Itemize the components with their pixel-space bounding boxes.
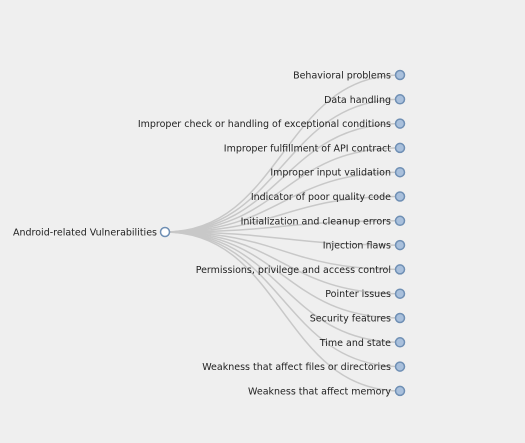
child-node-label: Behavioral problems [293, 71, 391, 82]
tree-link [164, 231, 401, 392]
child-node-label: Weakness that affect memory [248, 386, 391, 397]
child-node-circle[interactable] [394, 361, 406, 372]
tree-link [164, 220, 401, 233]
child-node[interactable]: Security features [310, 312, 406, 325]
tree-links [164, 74, 401, 392]
child-node-label: Time and state [319, 338, 391, 349]
tree-link [164, 231, 401, 368]
child-node-label: Improper input validation [270, 168, 391, 179]
child-node[interactable]: Weakness that affect files or directorie… [202, 361, 406, 373]
child-node[interactable]: Permissions, privilege and access contro… [196, 264, 406, 276]
child-node-circle[interactable] [394, 118, 406, 129]
tree-link [164, 231, 401, 271]
child-node-label: Improper fulfillment of API contract [224, 143, 391, 154]
tree-link [164, 74, 401, 233]
child-node-circle[interactable] [394, 94, 406, 105]
tree-link [164, 231, 401, 246]
tree-link [164, 122, 401, 233]
child-node[interactable]: Initialization and cleanup errors [241, 215, 406, 227]
child-node-circle[interactable] [394, 69, 406, 81]
tree-nodes: Android-related Vulnerabilities Behavior… [13, 69, 406, 397]
child-node-circle[interactable] [394, 142, 406, 154]
child-node-circle[interactable] [394, 337, 406, 348]
child-node-circle[interactable] [394, 191, 406, 202]
child-node-label: Weakness that affect files or directorie… [202, 362, 391, 373]
child-node[interactable]: Weakness that affect memory [248, 385, 406, 397]
tree-link [164, 195, 401, 233]
tree-link [164, 171, 401, 233]
tree-link [164, 147, 401, 233]
root-node[interactable]: Android-related Vulnerabilities [13, 226, 171, 239]
child-node[interactable]: Data handling [324, 94, 406, 106]
child-node-circle[interactable] [394, 312, 406, 324]
child-node-circle[interactable] [394, 288, 406, 299]
child-node-circle[interactable] [394, 166, 406, 178]
child-node-label: Data handling [324, 95, 391, 106]
child-node-label: Injection flaws [323, 241, 391, 252]
child-node-label: Pointer issues [325, 289, 391, 300]
child-node-label: Initialization and cleanup errors [241, 216, 391, 227]
child-node-circle[interactable] [394, 264, 406, 275]
child-node[interactable]: Time and state [319, 337, 406, 349]
child-node-label: Permissions, privilege and access contro… [196, 265, 391, 276]
child-node[interactable]: Injection flaws [323, 239, 406, 252]
root-node-circle[interactable] [159, 226, 171, 238]
child-node-label: Indicator of poor quality code [251, 192, 391, 203]
child-node-circle[interactable] [394, 239, 406, 251]
child-node-label: Improper check or handling of exceptiona… [138, 119, 391, 130]
child-node[interactable]: Improper check or handling of exceptiona… [138, 118, 406, 130]
child-node[interactable]: Improper input validation [270, 166, 406, 179]
root-node-label: Android-related Vulnerabilities [13, 228, 157, 239]
child-node[interactable]: Improper fulfillment of API contract [224, 142, 406, 154]
child-node-label: Security features [310, 314, 391, 325]
child-node[interactable]: Indicator of poor quality code [251, 191, 406, 203]
child-node-circle[interactable] [394, 215, 406, 227]
child-node[interactable]: Pointer issues [325, 288, 406, 300]
child-node-circle[interactable] [394, 385, 406, 397]
tree-link [164, 231, 401, 344]
tree-link [164, 231, 401, 319]
tree-link [164, 98, 401, 233]
tree-link [164, 231, 401, 295]
child-node[interactable]: Behavioral problems [293, 69, 406, 82]
